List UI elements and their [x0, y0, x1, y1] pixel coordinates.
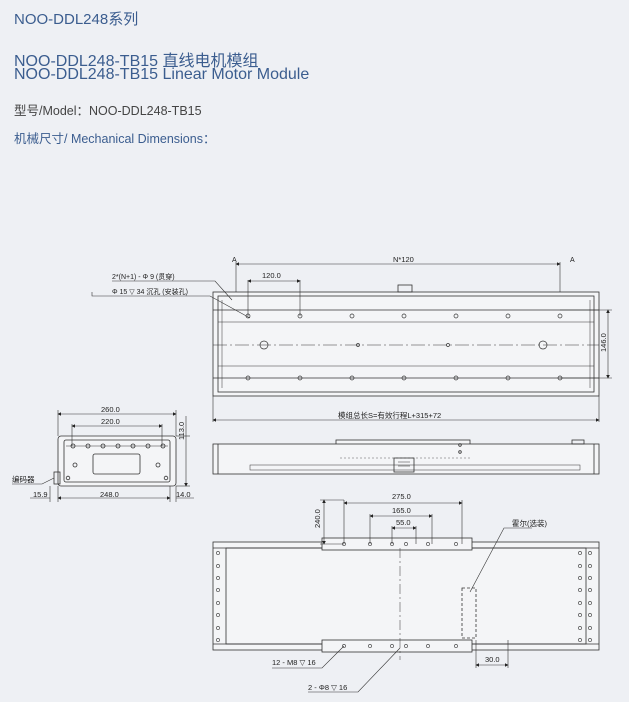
- top-view-holes: [245, 313, 563, 381]
- section-a-right: A: [570, 257, 575, 264]
- pin-callout: 2 - Φ8 ▽ 16: [308, 683, 347, 692]
- hall-label: 霍尔(选装): [512, 518, 547, 528]
- dim-55: 55.0: [396, 518, 411, 527]
- bottom-view-dimensions: [272, 499, 532, 693]
- dim-14: 14.0: [176, 490, 191, 499]
- end-view: [53, 435, 177, 487]
- dim-30: 30.0: [485, 655, 500, 664]
- dim-146: 146.0: [599, 333, 608, 352]
- bottom-view-holes: [216, 542, 592, 648]
- section-a-left: A: [232, 257, 237, 264]
- dim-120: 120.0: [262, 271, 281, 280]
- series-title: NOO-DDL248系列: [14, 11, 139, 28]
- model-label: 型号/Model：NOO-DDL248-TB15: [14, 104, 202, 118]
- dim-260: 260.0: [101, 405, 120, 414]
- hole-callout-1: 2*(N+1) - Φ 9 (贯穿): [112, 272, 175, 281]
- encoder-label: 编码器: [12, 474, 35, 484]
- dim-15-9: 15.9: [33, 490, 48, 499]
- product-title-en: NOO-DDL248-TB15 Linear Motor Module: [14, 66, 310, 83]
- dim-113: 113.0: [177, 422, 186, 440]
- mechanical-dimensions-label: 机械尺寸/ Mechanical Dimensions：: [14, 132, 216, 146]
- hole-callout-2: Φ 15 ▽ 34 沉孔 (安装孔): [112, 287, 188, 296]
- thread-callout: 12 - M8 ▽ 16: [272, 658, 316, 667]
- total-length: 模组总长S=有效行程L+315+72: [338, 410, 441, 420]
- product-title-cn: NOO-DDL248-TB15 直线电机模组: [14, 53, 259, 70]
- top-view: [212, 284, 600, 397]
- dim-165: 165.0: [392, 506, 411, 515]
- dim-n120: N*120: [393, 255, 414, 264]
- end-view-dimensions: [12, 410, 194, 502]
- bottom-view: [212, 537, 600, 660]
- dim-275: 275.0: [392, 492, 411, 501]
- top-view-dimensions: [91, 262, 612, 422]
- dim-220: 220.0: [101, 417, 120, 426]
- side-view: [212, 439, 600, 475]
- dim-240: 240.0: [313, 509, 322, 528]
- dim-248: 248.0: [100, 490, 119, 499]
